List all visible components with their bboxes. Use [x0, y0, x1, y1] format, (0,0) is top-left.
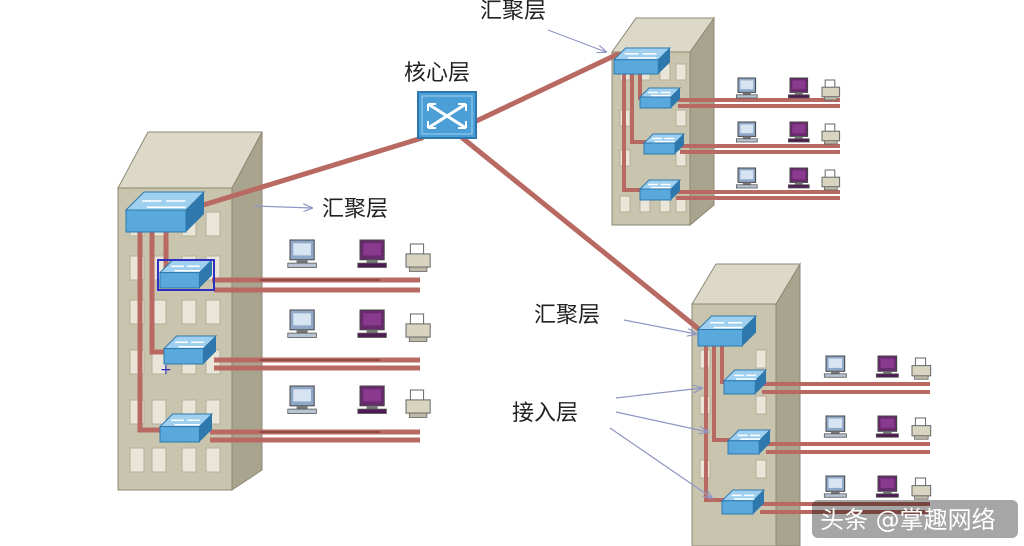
switches — [124, 47, 772, 515]
router-icon — [417, 91, 477, 139]
switch-icon — [726, 429, 772, 455]
pc-icon — [823, 415, 847, 438]
server-icon — [357, 385, 387, 414]
printer-icon — [405, 389, 431, 418]
switch-icon — [124, 191, 206, 233]
server-icon — [357, 309, 387, 338]
printer-icon — [405, 243, 431, 272]
printer-icon — [821, 79, 841, 101]
pc-icon — [287, 309, 317, 338]
backbone-cables — [197, 51, 703, 333]
pc-icon — [736, 77, 758, 99]
anchor-marker: + — [160, 362, 172, 378]
cable-core-top-right — [467, 51, 621, 127]
server-icon — [788, 121, 810, 143]
label-agg-layer-top-right: 汇聚层 — [480, 0, 546, 24]
server-icon — [357, 239, 387, 268]
printer-icon — [821, 169, 841, 191]
switch-icon — [638, 87, 682, 109]
pc-icon — [287, 385, 317, 414]
pc-icon — [736, 167, 758, 189]
switch-icon — [158, 259, 214, 289]
switch-icon — [612, 47, 672, 75]
server-icon — [875, 475, 899, 498]
printer-icon — [405, 313, 431, 342]
pc-icon — [823, 475, 847, 498]
end-devices — [287, 77, 932, 500]
pc-icon — [823, 355, 847, 378]
label-access-layer: 接入层 — [512, 401, 578, 426]
pc-icon — [287, 239, 317, 268]
server-icon — [788, 77, 810, 99]
server-icon — [875, 355, 899, 378]
switch-icon — [162, 335, 218, 365]
switch-icon — [696, 315, 758, 347]
server-icon — [875, 415, 899, 438]
cabling-bottom-right — [704, 344, 930, 514]
selection-box — [157, 259, 215, 291]
switch-icon — [722, 369, 768, 395]
watermark-text: 头条 @掌趣网络 — [820, 506, 996, 534]
printer-icon — [911, 357, 932, 380]
printer-icon — [911, 477, 932, 500]
pc-icon — [736, 121, 758, 143]
label-agg-layer-bottom-right: 汇聚层 — [534, 303, 600, 328]
switch-icon — [158, 413, 214, 443]
label-core-layer: 核心层 — [404, 61, 470, 86]
printer-icon — [911, 417, 932, 440]
cabling-top-right — [622, 70, 840, 200]
cable-core-bottom-right — [457, 133, 703, 333]
label-agg-layer-left: 汇聚层 — [322, 197, 388, 222]
switch-icon — [642, 133, 686, 155]
printer-icon — [821, 123, 841, 145]
cable-core-left — [197, 135, 425, 209]
label-arrows — [253, 29, 712, 498]
switch-icon — [720, 489, 766, 515]
cabling-left-dark — [260, 279, 380, 433]
server-icon — [788, 167, 810, 189]
watermark-bg — [812, 500, 1018, 538]
switch-icon — [638, 179, 682, 201]
